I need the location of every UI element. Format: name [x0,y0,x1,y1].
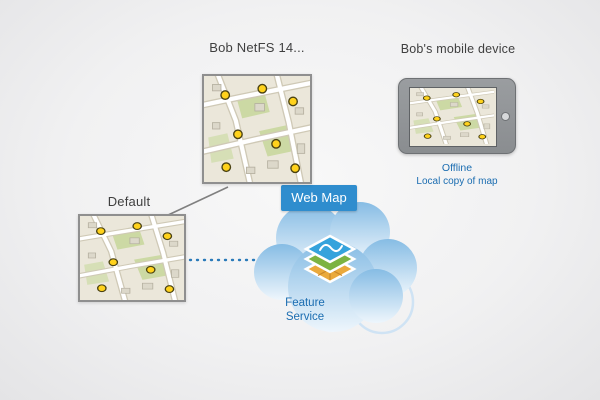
mobile-device-label: Bob's mobile device [400,42,516,56]
default-replica-label: Default [107,194,151,209]
netfs-replica-label: Bob NetFS 14... [209,40,305,55]
offline-status-line1: Offline [441,162,473,174]
home-button-icon [501,111,510,121]
offline-status-line2: Local copy of map [416,176,498,188]
tablet-screen-map [409,87,497,147]
feature-service-label: Feature Service [285,297,325,324]
web-map-badge: Web Map [281,185,357,211]
layers-icon [303,234,357,284]
cloud-graphic [254,202,417,335]
default-map-thumbnail [78,214,186,302]
offline-status: Offline Local copy of map [398,161,516,189]
netfs-map-thumbnail [202,74,312,184]
feature-service-cloud [248,192,428,352]
tablet-device [398,78,516,154]
